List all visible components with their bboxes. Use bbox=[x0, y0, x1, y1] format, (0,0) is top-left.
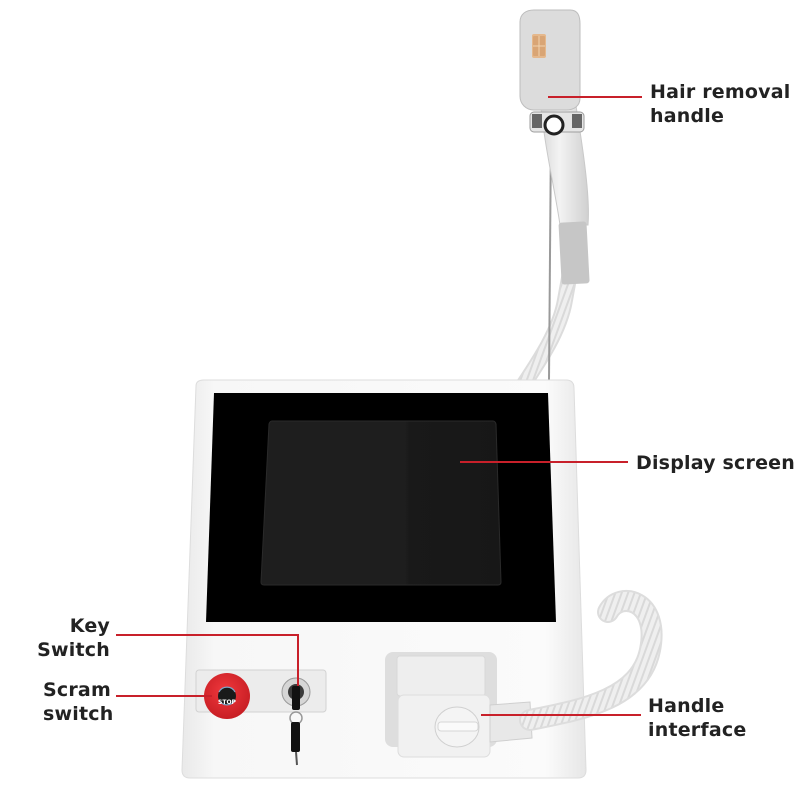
callout-line-2: switch bbox=[43, 703, 114, 725]
callout-line-2: interface bbox=[648, 719, 747, 741]
callout-line-1: Handle bbox=[648, 695, 725, 717]
callout-scram-switch: Scram switch bbox=[43, 678, 113, 726]
handle-interface-module bbox=[385, 652, 533, 758]
leader-key-switch-v bbox=[297, 634, 299, 686]
callout-hair-removal-handle: Hair removal handle bbox=[650, 80, 790, 128]
control-panel bbox=[195, 669, 327, 766]
stop-label: STOP bbox=[218, 699, 236, 706]
callout-handle-interface: Handle interface bbox=[648, 694, 746, 742]
callout-display-screen: Display screen bbox=[636, 451, 795, 475]
leader-key-switch-h bbox=[116, 634, 298, 636]
handpiece bbox=[519, 9, 590, 285]
stop-button[interactable]: STOP bbox=[212, 689, 242, 706]
leader-scram-switch bbox=[116, 695, 212, 697]
leader-hair-removal-handle bbox=[548, 96, 642, 98]
callout-line-1: Hair removal bbox=[650, 81, 791, 103]
leader-handle-interface bbox=[481, 714, 641, 716]
callout-key-switch: Key Switch bbox=[20, 614, 110, 662]
callout-line-1: Display screen bbox=[636, 452, 795, 474]
hose-lower bbox=[519, 590, 663, 731]
callout-line-1: Scram bbox=[43, 679, 111, 701]
callout-line-2: Switch bbox=[37, 639, 110, 661]
leader-display-screen bbox=[460, 461, 628, 463]
callout-line-1: Key bbox=[69, 615, 110, 637]
callout-line-2: handle bbox=[650, 105, 725, 127]
